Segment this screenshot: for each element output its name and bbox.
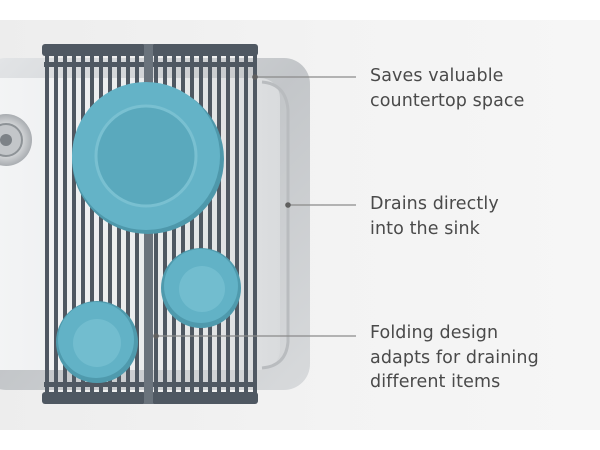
small-bowl-left xyxy=(56,301,138,383)
callout-drains-into-sink: Drains directly into the sink xyxy=(370,192,595,241)
callout-folding-design: Folding design adapts for draining diffe… xyxy=(370,321,595,395)
rack-rod xyxy=(63,54,67,394)
rack-rod xyxy=(54,54,58,394)
rack-top-rail xyxy=(42,44,146,56)
rack-rod xyxy=(244,54,248,394)
drain-strainer xyxy=(0,114,32,166)
callout-line: different items xyxy=(370,372,501,392)
leader-line-countertop xyxy=(252,74,356,80)
callout-line: Drains directly xyxy=(370,194,499,214)
rack-crossbar xyxy=(153,382,256,387)
callout-line: into the sink xyxy=(370,218,480,239)
callout-line: adapts for draining xyxy=(370,347,539,368)
rack-bottom-rail xyxy=(42,392,146,404)
callout-line: Saves valuable xyxy=(370,66,504,86)
callout-countertop-space: Saves valuable countertop space xyxy=(370,64,595,113)
callout-line: countertop space xyxy=(370,90,525,111)
small-bowl-right xyxy=(161,248,241,328)
rack-bottom-rail xyxy=(151,392,258,404)
dinner-plate xyxy=(72,82,224,234)
rack-rod xyxy=(45,54,49,394)
callout-line: Folding design xyxy=(370,323,499,343)
leader-line-drain xyxy=(285,202,356,208)
rack-crossbar xyxy=(153,62,256,67)
leader-line-folding xyxy=(153,333,356,339)
rack-rod xyxy=(226,54,230,394)
rack-rod xyxy=(235,54,239,394)
rack-rod xyxy=(217,54,221,394)
rack-top-rail xyxy=(151,44,258,56)
rack-rod xyxy=(253,54,257,394)
rack-rod xyxy=(208,54,212,394)
